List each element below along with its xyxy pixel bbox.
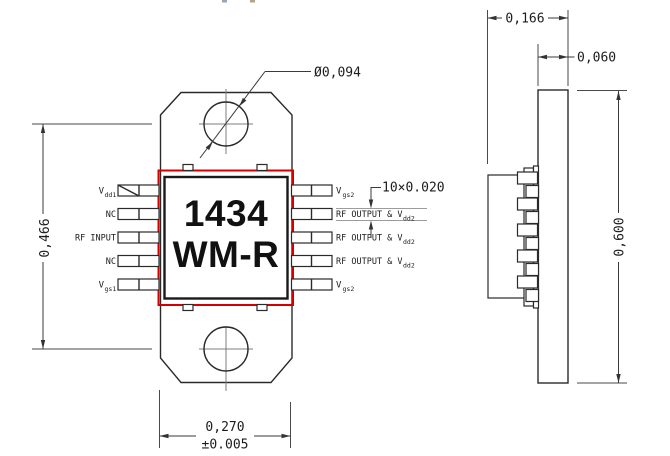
dim-hole-arrow-upper [239,97,247,107]
pin-label-rf-output-3-sub: dd2 [403,262,415,270]
pin-label-vdd1-main: V [99,187,105,197]
mounting-hole-bottom [203,326,249,372]
mounting-hole-top [203,101,249,147]
dim-sideheight-text: 0,600 [613,217,628,256]
pins-left [117,184,160,291]
side-rung-1 [525,184,540,199]
dim-height-arrow-down [40,340,46,349]
dim-lead-callout-text: 10×0.020 [382,181,445,196]
cropped-artifact-right [250,0,255,3]
pin-label-nc-2: NC [106,257,116,267]
index-tab-bottom-right [256,303,268,312]
dim-thickness-text: 0,060 [577,51,616,66]
cropped-artifact-left [222,0,227,3]
dim-thickness-arrow-left [538,54,547,60]
side-lead-1 [516,171,539,185]
index-tab-bottom-left [182,303,194,312]
side-lead-3 [516,223,539,237]
pin-label-rf-output-3: RF OUTPUT & V [336,257,403,267]
pin-label-nc-1: NC [106,210,116,220]
front-view: 1434 WM-R [75,89,427,391]
pin-label-vgs2-top-main: V [336,187,342,197]
dimensions: 0,466 Ø0,094 10×0.020 0,270 ±0.005 0,166 [32,10,628,453]
dim-width-text: 0,270 [205,420,244,435]
package-lid [163,175,289,300]
dim-lead-bracket [370,187,381,201]
pin-label-rf-output-1: RF OUTPUT & V [336,210,403,220]
dim-width-arrow-left [159,433,169,439]
pin-label-rf-output-2-sub: dd2 [403,238,415,246]
side-rung-5 [525,288,540,303]
side-rung-3 [525,236,540,251]
pin-label-rf-output-2: RF OUTPUT & V [336,234,403,244]
side-lead-4 [516,249,539,263]
pin-label-rf-input: RF INPUT [75,234,116,244]
pins-right [290,184,333,291]
side-lead-2 [516,197,539,211]
side-rung-4 [525,262,540,277]
dim-thickness-arrow-right [559,54,568,60]
part-number-text: 1434 [184,193,268,234]
dim-lead-arrow-down [368,199,374,209]
pin-label-vdd1-sub: dd1 [105,191,117,199]
pin-label-vgs2-bottom-sub: gs2 [343,285,355,293]
dim-depth-arrow-left [487,15,497,21]
pin-label-vgs1-sub: gs1 [105,285,117,293]
part-suffix-text: WM-R [173,234,280,275]
flange-outline [159,91,293,384]
pin-label-vgs1-main: V [99,281,105,291]
dim-hole-arrow-lower [205,141,213,151]
dim-height-arrow-up [40,124,46,133]
pin-left-1-chamfer [117,184,140,197]
dim-height-text: 0,466 [38,218,53,257]
index-tab-top-right [256,163,268,172]
dim-lead-arrow-up [368,220,374,230]
side-flange-plate [537,89,569,384]
side-lead-5 [516,275,539,289]
dim-sideheight-arrow-down [616,374,621,383]
side-rung-2 [525,210,540,225]
dim-width-tolerance-text: ±0.005 [202,438,249,453]
dim-width-arrow-right [281,433,291,439]
side-view [487,89,569,384]
pin-label-rf-output-1-sub: dd2 [403,215,415,223]
dim-hole-diameter-text: Ø0,094 [314,66,361,81]
pin-label-vgs2-top-sub: gs2 [343,191,355,199]
side-lead-rungs [516,171,540,303]
pin-label-vgs2-bottom-main: V [336,281,342,291]
dim-depth-arrow-right [559,15,568,21]
dim-depth-text: 0,166 [505,12,544,27]
index-tab-top-left [182,163,194,172]
dim-sideheight-arrow-up [616,91,621,100]
